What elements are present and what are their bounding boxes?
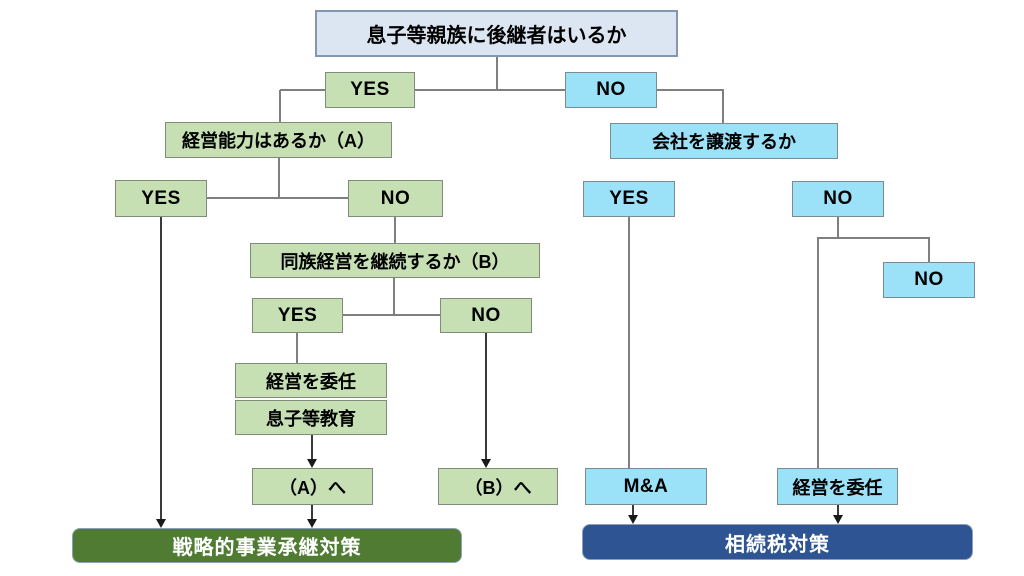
branch-no-secondary: NO bbox=[883, 262, 975, 298]
connector-line bbox=[393, 278, 395, 316]
connector-line bbox=[297, 314, 487, 316]
arrow-line bbox=[160, 217, 162, 520]
branch-no-management: NO bbox=[348, 180, 443, 217]
branch-yes-root: YES bbox=[325, 72, 415, 108]
arrow-down-icon bbox=[307, 459, 317, 468]
node-goto-a: （A）へ bbox=[252, 468, 373, 505]
node-management-ability: 経営能力はあるか（A） bbox=[165, 122, 392, 158]
branch-yes-family: YES bbox=[252, 298, 343, 333]
branch-no-family: NO bbox=[440, 298, 532, 333]
node-goto-b: （B）へ bbox=[438, 468, 558, 505]
connector-line bbox=[817, 239, 819, 469]
branch-yes-transfer: YES bbox=[583, 181, 675, 217]
branch-yes-management: YES bbox=[115, 180, 207, 217]
connector-line bbox=[496, 57, 498, 91]
connector-line bbox=[279, 90, 281, 123]
node-educate-sons: 息子等教育 bbox=[235, 400, 387, 435]
arrow-line bbox=[485, 333, 487, 460]
connector-line bbox=[628, 217, 630, 469]
connector-line bbox=[837, 215, 839, 239]
connector-line bbox=[296, 333, 298, 364]
node-continue-family-management: 同族経営を継続するか（B） bbox=[250, 243, 540, 278]
connector-line bbox=[394, 217, 396, 244]
arrow-line bbox=[311, 505, 313, 520]
arrow-down-icon bbox=[307, 519, 317, 528]
branch-no-transfer: NO bbox=[792, 181, 884, 217]
arrow-line bbox=[311, 435, 313, 460]
node-strategic-succession-bar: 戦略的事業承継対策 bbox=[72, 528, 462, 563]
arrow-down-icon bbox=[481, 459, 491, 468]
node-delegate-management-2: 経営を委任 bbox=[777, 468, 898, 505]
connector-line bbox=[817, 237, 930, 239]
branch-no-root: NO bbox=[565, 72, 657, 108]
connector-line bbox=[928, 239, 930, 263]
node-transfer-company: 会社を譲渡するか bbox=[610, 123, 838, 159]
connector-line bbox=[278, 158, 280, 199]
node-delegate-management: 経営を委任 bbox=[235, 363, 387, 398]
arrow-down-icon bbox=[833, 515, 843, 524]
node-inheritance-tax-bar: 相続税対策 bbox=[582, 524, 973, 560]
connector-line bbox=[722, 90, 724, 124]
node-root-question: 息子等親族に後継者はいるか bbox=[315, 10, 678, 57]
connector-line bbox=[161, 197, 397, 199]
arrow-down-icon bbox=[156, 519, 166, 528]
arrow-line bbox=[632, 505, 634, 516]
node-ma: M&A bbox=[585, 468, 707, 505]
connector-line bbox=[280, 89, 724, 91]
arrow-line bbox=[837, 505, 839, 516]
arrow-down-icon bbox=[628, 515, 638, 524]
